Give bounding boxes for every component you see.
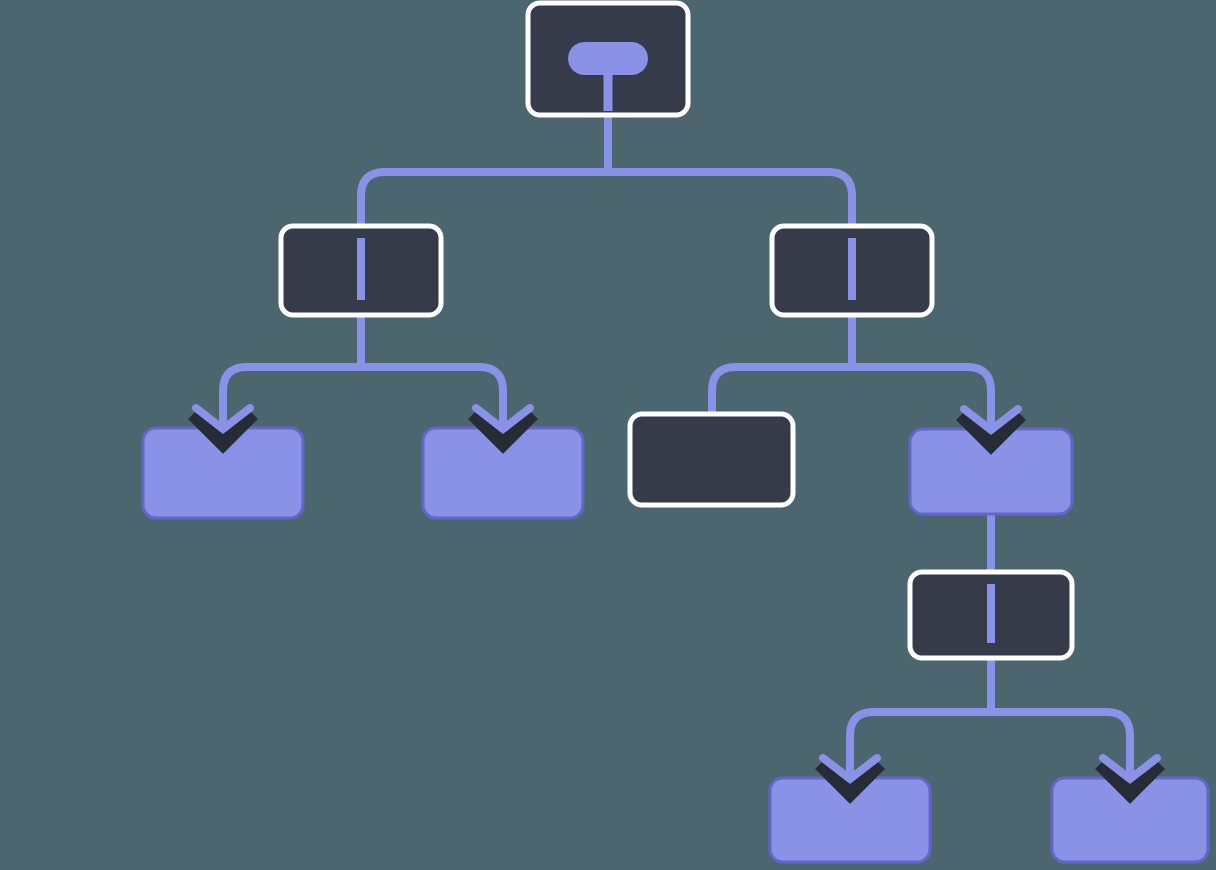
tree-node-purple-middle-drop-arrow (956, 399, 1026, 455)
edges-layer (219, 111, 1134, 772)
edge-fork-bottom (846, 708, 1134, 772)
tree-leaf-purple-3-drop-arrow (815, 748, 885, 804)
tree-leaf-purple-2-drop-arrow (468, 398, 538, 454)
tree-leaf-dark-box (627, 411, 796, 508)
edge-fork-right (708, 363, 995, 423)
edge-fork-left (219, 363, 507, 423)
nodes-layer (141, 0, 1210, 864)
pill-connector-shape (568, 42, 648, 75)
tree-node-branch-left (278, 223, 444, 318)
arrow-down-icon (1099, 754, 1161, 783)
tree-node-root (525, 0, 691, 118)
arrow-down-icon (819, 754, 881, 783)
chevron-dark-icon (815, 759, 885, 804)
chevron-dark-icon (1095, 759, 1165, 804)
arrows-layer (188, 398, 1165, 804)
chevron-dark-icon (956, 410, 1026, 455)
tree-node-branch-lower (907, 569, 1075, 661)
chevron-dark-icon (188, 409, 258, 454)
arrow-down-icon (472, 404, 534, 433)
edge-fork-level1 (357, 168, 856, 227)
tree-leaf-dark (627, 411, 796, 508)
arrow-down-icon (960, 405, 1022, 434)
arrow-down-icon (192, 404, 254, 433)
tree-node-branch-right (769, 223, 935, 318)
chevron-dark-icon (468, 409, 538, 454)
tree-leaf-purple-4-drop-arrow (1095, 748, 1165, 804)
tree-leaf-purple-1-drop-arrow (188, 398, 258, 454)
